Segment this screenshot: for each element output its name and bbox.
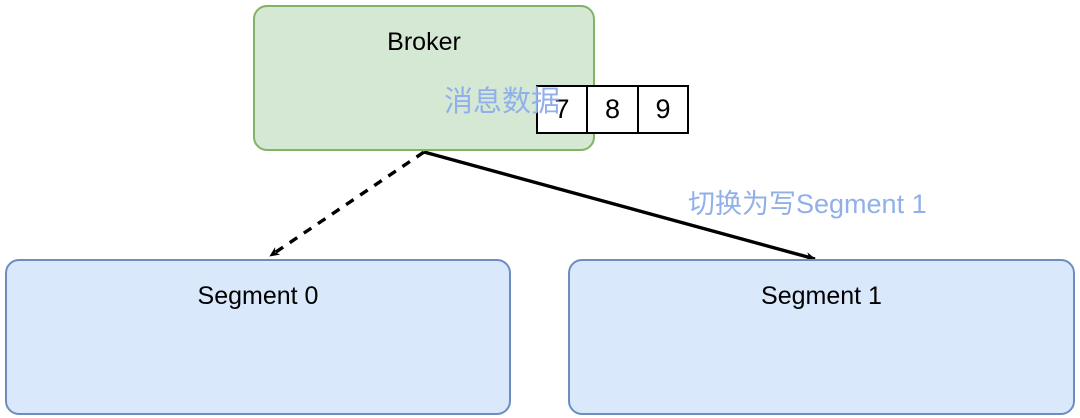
broker-node[interactable]: Broker 7 8 9	[253, 5, 689, 151]
edge-broker-to-segment0	[269, 150, 425, 258]
broker-cell-row: 7 8 9	[536, 85, 689, 134]
segment-0-node[interactable]: Segment 0 1 2 3 4 5 6 7 8 9	[5, 259, 511, 415]
segment-0-title: Segment 0	[197, 282, 319, 310]
broker-cell[interactable]: 7	[536, 85, 587, 134]
segment-1-node[interactable]: Segment 1 8 9	[568, 259, 1075, 415]
annotation-switch-write: 切换为写Segment 1	[688, 189, 927, 219]
broker-cell[interactable]: 8	[587, 85, 638, 134]
broker-cell[interactable]: 9	[638, 85, 689, 134]
segment-1-title: Segment 1	[761, 282, 882, 310]
annotation-message-data: 消息数据	[444, 86, 561, 118]
broker-title: Broker	[387, 28, 461, 56]
